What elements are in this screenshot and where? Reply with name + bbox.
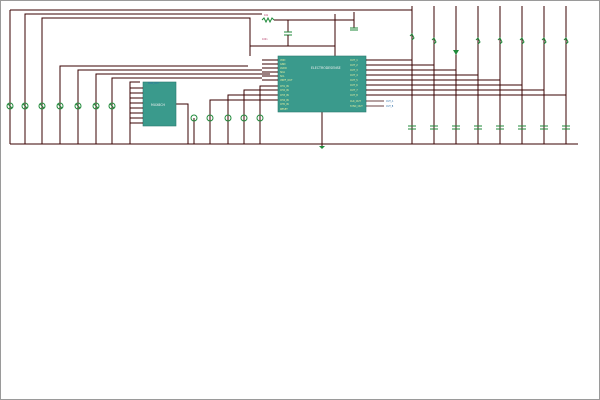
top-capacitor: 100n [250, 14, 336, 56]
mux-net-label: MUX_OUT [148, 82, 159, 85]
led-icon [453, 50, 459, 55]
pin-label: OUT_6 [350, 84, 358, 87]
pin-label: VREF_OUT [280, 79, 293, 82]
sensor-icon [21, 102, 29, 110]
sensor-icon [256, 114, 264, 122]
output-stage [430, 6, 438, 144]
sensor-icon [108, 102, 116, 110]
pin-label: OUT_8 [350, 94, 358, 97]
pin-label: AVDD [280, 67, 287, 70]
pin-label: CH3_IN [280, 94, 289, 97]
pin-label: VDD [280, 59, 285, 62]
sensor-icon [224, 114, 232, 122]
top-resistor-value: 10k [264, 14, 269, 17]
output-stage [408, 6, 416, 144]
mux-ic: MUX8CH MUX_OUT [130, 81, 177, 127]
ground-icon [319, 112, 325, 149]
pin-label: CH2_IN [280, 89, 289, 92]
mux-ic-title: MUX8CH [151, 103, 166, 107]
pin-label: GND [280, 63, 286, 66]
pin-label: CH1_IN [280, 85, 289, 88]
top-resistor: 10k [261, 12, 358, 31]
output-net-label: OUT_A [386, 100, 394, 103]
main-ic-title: ELECTRODESENSE [311, 66, 341, 70]
sensor-icon [92, 102, 100, 110]
sensor-icon [6, 102, 14, 110]
output-stage [540, 6, 548, 144]
sensor-icon [56, 102, 64, 110]
output-stage [452, 6, 460, 144]
pin-label: CH4_IN [280, 99, 289, 102]
pin-label: OUT_1 [350, 59, 358, 62]
output-stage [562, 6, 570, 144]
output-stage [474, 6, 482, 144]
sensor-icon [240, 114, 248, 122]
pin-label: OUT_2 [350, 64, 358, 67]
pin-label: OUT_4 [350, 74, 358, 77]
output-stages [408, 6, 570, 144]
pin-label: SCL [280, 75, 285, 78]
pin-label: CH5_IN [280, 103, 289, 106]
top-loops [24, 13, 270, 144]
middle-sensor-array [187, 85, 278, 144]
rails [9, 9, 578, 145]
output-stage [496, 6, 504, 144]
pin-label: SDA [280, 71, 285, 74]
left-sensor-array [6, 102, 116, 110]
sensor-icon [74, 102, 82, 110]
output-stage [518, 6, 526, 144]
pin-label: CLK_OUT [350, 100, 361, 103]
sensor-icon [206, 114, 214, 122]
output-net-label: OUT_B [386, 105, 394, 108]
pin-label: SYNC_OUT [350, 105, 363, 108]
top-capacitor-value: 100n [262, 38, 268, 41]
pin-label: OUT_7 [350, 89, 358, 92]
sensor-icon [190, 114, 198, 122]
sensor-icon [38, 102, 46, 110]
main-ic: ELECTRODESENSE VDD GND AVDD SDA SCL VREF… [262, 55, 566, 113]
pin-label: RESET [280, 108, 288, 111]
pin-label: OUT_5 [350, 79, 358, 82]
pin-label: OUT_3 [350, 69, 358, 72]
